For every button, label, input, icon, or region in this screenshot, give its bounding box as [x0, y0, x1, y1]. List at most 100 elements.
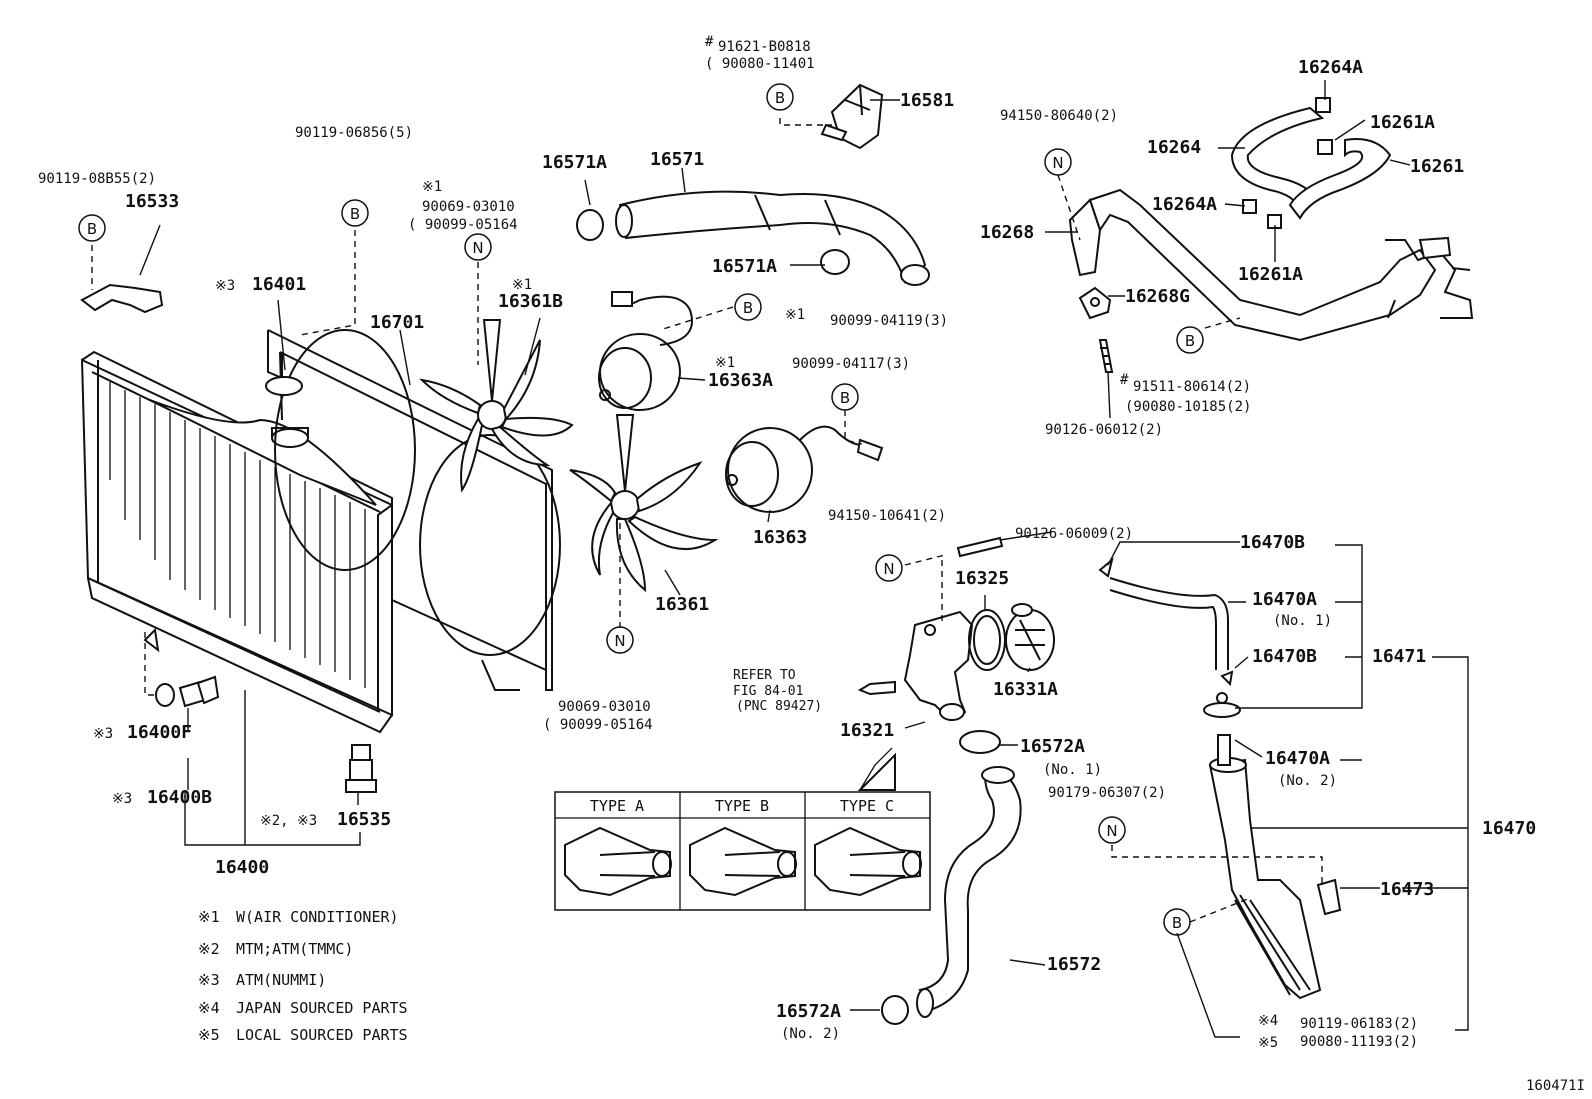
gasket-16268g [1078, 286, 1112, 320]
type-a-drawing [564, 826, 672, 897]
bolt-callout-b: B [775, 89, 785, 107]
label-16470b-mid: 16470B [1252, 646, 1317, 667]
label-nut-16361-alt: ( 90099-05164 [543, 717, 653, 733]
label-bolt-16470-1: 90119-06183(2) [1300, 1016, 1418, 1032]
water-outlet-16321 [903, 610, 974, 722]
label-16261a-mid: 16261A [1238, 264, 1303, 285]
bolt-callout-b: B [1185, 332, 1195, 350]
mark-16361b: ※1 [512, 277, 532, 293]
note-mark-3: ※3 [198, 971, 220, 989]
label-bolt-16581-alt: ( 90080-11401 [705, 56, 815, 72]
label-16571a-top: 16571A [542, 152, 607, 173]
label-16471: 16471 [1372, 646, 1426, 667]
fan-blades [419, 319, 719, 593]
bolt-callout-b: B [840, 389, 850, 407]
sensor-16581 [820, 83, 884, 150]
type-b-drawing [689, 826, 797, 897]
thermostat-16331a [1005, 603, 1055, 671]
label-16470b-top: 16470B [1240, 532, 1305, 553]
bracket-16533 [80, 283, 164, 314]
fan-motor-16363a [598, 291, 693, 411]
label-16470a-bot-sub: (No. 2) [1278, 773, 1337, 789]
note-mark-2: ※2 [198, 940, 220, 958]
bolt-callout-b: B [1172, 914, 1182, 932]
note-text-5: LOCAL SOURCED PARTS [236, 1026, 408, 1044]
stud-90126-06009 [956, 536, 1004, 558]
refer-line-2: FIG 84-01 [733, 684, 803, 699]
type-c-drawing [814, 826, 922, 897]
label-16268g: 16268G [1125, 286, 1190, 307]
part-labels: 90119-08B55(2) 16533 90119-06856(5) ※3 1… [38, 34, 1536, 1051]
mark-16401: ※3 [215, 278, 235, 294]
label-16572a-top-sub: (No. 1) [1043, 762, 1102, 778]
label-motor-bolt: 90099-04117(3) [792, 356, 910, 372]
label-16325: 16325 [955, 568, 1009, 589]
label-16470a-top-sub: (No. 1) [1273, 613, 1332, 629]
note-text-4: JAPAN SOURCED PARTS [236, 999, 408, 1017]
refer-line-3: (PNC 89427) [736, 699, 822, 714]
label-bolt-16581: 91621-B0818 [718, 39, 811, 55]
reserve-tank-16470 [1208, 757, 1322, 1000]
gasket-16325 [968, 609, 1006, 671]
label-16400f: 16400F [127, 722, 192, 743]
label-16535: 16535 [337, 809, 391, 830]
label-bolt-16533: 90119-08B55(2) [38, 171, 156, 187]
label-16363a: 16363A [708, 370, 773, 391]
label-nut-16361b-alt: ( 90099-05164 [408, 217, 518, 233]
note-mark-4: ※4 [198, 999, 220, 1017]
note-mark-1: ※1 [198, 908, 220, 926]
mark-16400b: ※3 [112, 791, 132, 807]
label-16571a-mid: 16571A [712, 256, 777, 277]
label-nut-16470: 90179-06307(2) [1048, 785, 1166, 801]
mark-nut-16361b: ※1 [422, 179, 442, 195]
bolt-callout-b: B [743, 299, 753, 317]
hose-16261 [1288, 138, 1392, 220]
label-16264a-mid: 16264A [1152, 194, 1217, 215]
tank-cap [1203, 692, 1241, 718]
note-text-3: ATM(NUMMI) [236, 971, 326, 989]
shroud-drawing [265, 329, 561, 691]
label-16473: 16473 [1380, 879, 1434, 900]
bracket-16473 [1316, 878, 1342, 916]
clip-16470b [1098, 557, 1234, 687]
type-a-label: TYPE A [590, 797, 644, 815]
label-nut-16268: 94150-80640(2) [1000, 108, 1118, 124]
mark-bolt-16470-2: ※5 [1258, 1035, 1278, 1051]
type-c-label: TYPE C [840, 797, 894, 815]
label-16572a-bot: 16572A [776, 1001, 841, 1022]
label-16572a-bot-sub: (No. 2) [781, 1026, 840, 1042]
label-16268: 16268 [980, 222, 1034, 243]
fan-motor-16363 [725, 425, 884, 513]
note-text-2: MTM;ATM(TMMC) [236, 940, 353, 958]
nut-callout-n: N [883, 560, 894, 578]
label-16533: 16533 [125, 191, 179, 212]
refer-line-1: REFER TO [733, 668, 796, 683]
figure-id: 160471I [1526, 1078, 1585, 1094]
hose-clamps-small [1242, 97, 1333, 229]
label-16401: 16401 [252, 274, 306, 295]
label-16261: 16261 [1410, 156, 1464, 177]
label-16400: 16400 [215, 857, 269, 878]
label-16581: 16581 [900, 90, 954, 111]
label-nut-16361b: 90069-03010 [422, 199, 515, 215]
label-pipe-bolt-alt: (90080-10185(2) [1125, 399, 1251, 415]
mark-bolt-16470-1: ※4 [1258, 1013, 1278, 1029]
label-fan-bolt: 90099-04119(3) [830, 313, 948, 329]
callout-circles [78, 83, 1204, 936]
note-mark-5: ※5 [198, 1026, 220, 1044]
label-16470: 16470 [1482, 818, 1536, 839]
nut-callout-n: N [1052, 154, 1063, 172]
label-16470a-bot: 16470A [1265, 748, 1330, 769]
callout-letters: B B N B B B N N B N N B [87, 89, 1195, 932]
label-nut-16321: 94150-10641(2) [828, 508, 946, 524]
radiator-drawing [80, 350, 393, 734]
label-bolt-16470-2: 90080-11193(2) [1300, 1034, 1418, 1050]
nut-callout-n: N [614, 632, 625, 650]
label-16331a: 16331A [993, 679, 1058, 700]
label-16261a-top: 16261A [1370, 112, 1435, 133]
bolt-reference [857, 680, 896, 696]
mark-16400f: ※3 [93, 726, 113, 742]
lower-hose-16572 [916, 766, 1022, 1018]
label-nut-16361: 90069-03010 [558, 699, 651, 715]
